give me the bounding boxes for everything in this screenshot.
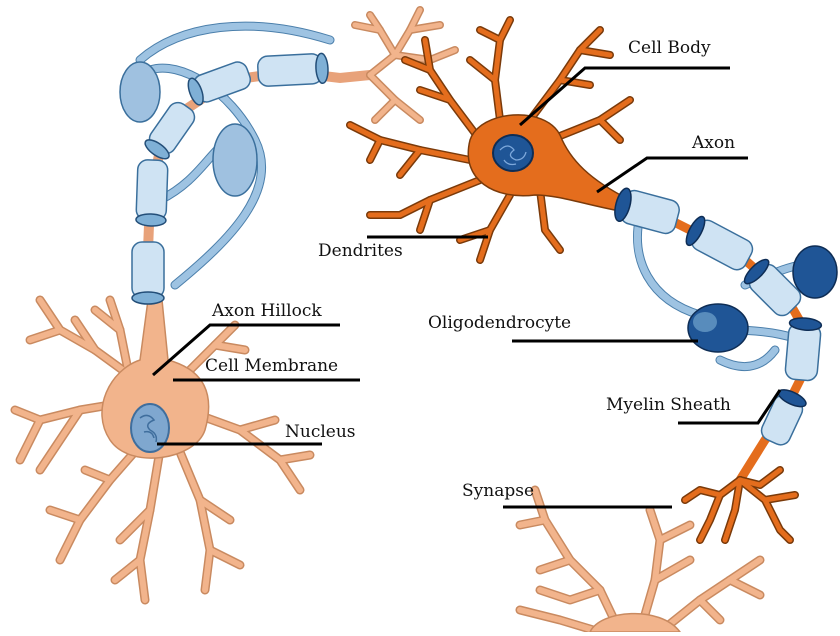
leader-axon (597, 158, 748, 192)
central-nucleus (493, 135, 533, 171)
label-nucleus: Nucleus (285, 424, 356, 441)
label-oligodendrocyte: Oligodendrocyte (428, 315, 571, 332)
upper-left-axon (120, 26, 370, 304)
bottom-neuron (520, 490, 760, 632)
right-axon (612, 187, 837, 480)
label-axon: Axon (692, 135, 735, 152)
label-cell-membrane: Cell Membrane (205, 358, 338, 375)
leader-cell-body (520, 68, 730, 125)
label-axon-hillock: Axon Hillock (212, 303, 322, 320)
upper-oligodendrocyte-body-2 (213, 124, 257, 196)
label-cell-body: Cell Body (628, 40, 711, 57)
bottom-soma (590, 614, 680, 632)
label-myelin-sheath: Myelin Sheath (606, 397, 731, 414)
upper-oligodendrocyte-body-1 (120, 62, 160, 122)
label-synapse: Synapse (462, 483, 534, 500)
label-dendrites: Dendrites (318, 243, 403, 260)
lower-left-neuron (15, 300, 310, 600)
right-oligodendrocyte-body-2 (793, 246, 837, 298)
